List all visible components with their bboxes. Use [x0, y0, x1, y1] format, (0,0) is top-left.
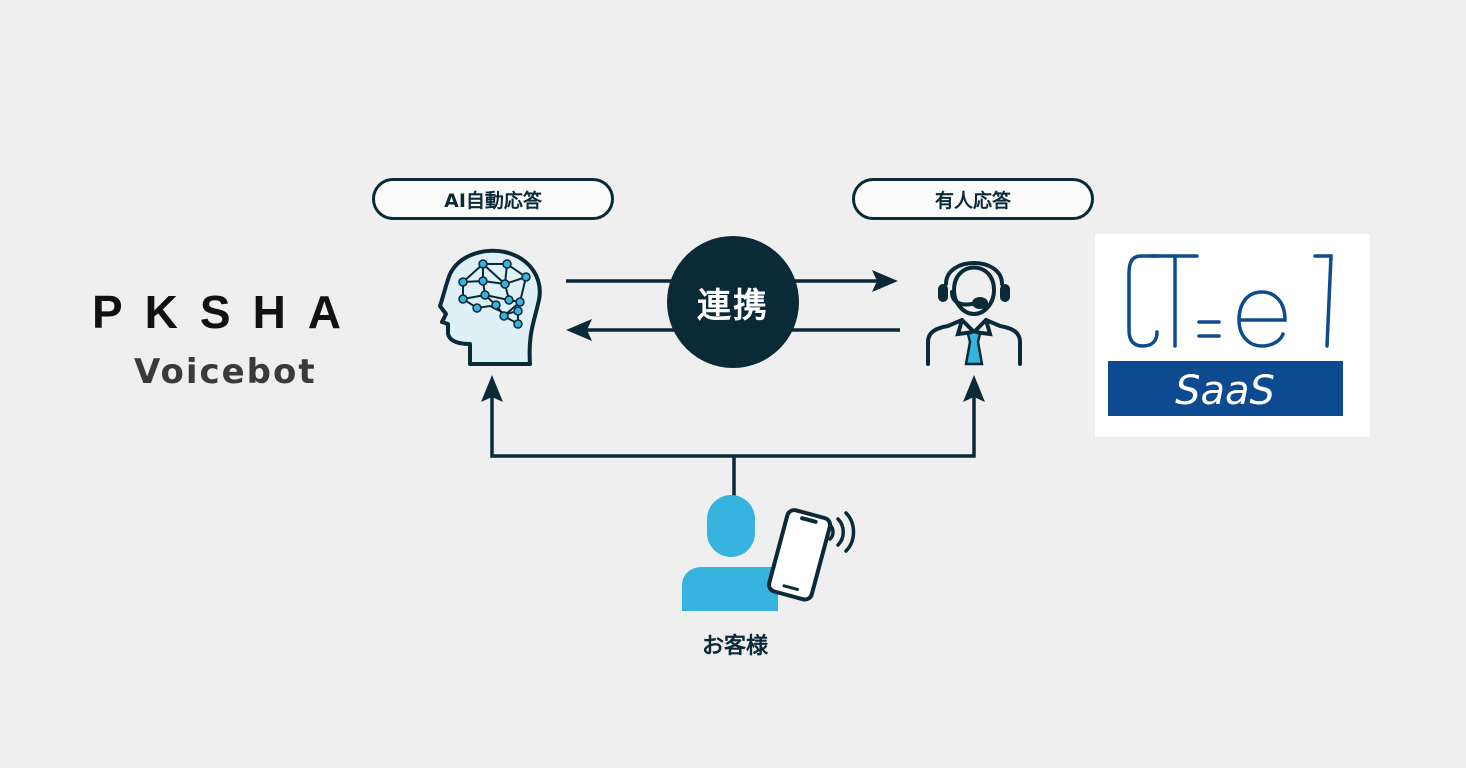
voicebot-label: Voicebot: [134, 352, 317, 392]
customer-smartphone-icon: [682, 495, 856, 611]
operator-headset-icon: [926, 261, 1022, 366]
pksha-logo: PKSHA: [92, 286, 364, 338]
ai-auto-response-label: AI自動応答: [372, 178, 614, 220]
ct-e1-saas-logo: SaaS: [1095, 234, 1370, 437]
ct-e1-wordmark: SaaS: [1108, 254, 1343, 416]
integration-badge: 連携: [667, 236, 799, 368]
integration-label: 連携: [697, 285, 769, 326]
arrow-right-icon: [872, 270, 898, 292]
human-label-text: 有人応答: [934, 189, 1011, 212]
ai-brain-network-icon: [438, 248, 542, 366]
customer-label: お客様: [701, 634, 768, 659]
ai-label-text: AI自動応答: [444, 189, 542, 212]
arrow-up-icon: [963, 375, 985, 402]
arrow-up-icon: [481, 375, 503, 402]
arrow-left-icon: [566, 319, 592, 341]
saas-text: SaaS: [1175, 368, 1275, 414]
human-response-label: 有人応答: [852, 178, 1094, 220]
